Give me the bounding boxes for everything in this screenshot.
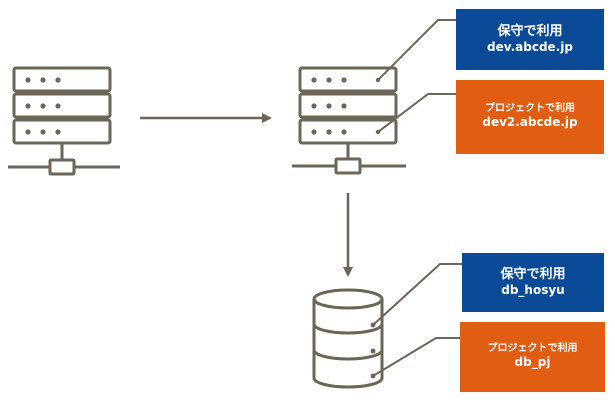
label-db-maintenance-value: db_hosyu: [501, 282, 565, 297]
label-web-maintenance-value: dev.abcde.jp: [487, 39, 573, 54]
label-db-project: プロジェクトで利用 db_pj: [460, 322, 605, 392]
database-icon: [312, 288, 384, 389]
label-db-maintenance: 保守で利用 db_hosyu: [462, 253, 604, 312]
label-web-project-title: プロジェクトで利用: [485, 102, 575, 114]
label-db-maintenance-title: 保守で利用: [500, 266, 566, 282]
label-db-project-value: db_pj: [514, 355, 551, 370]
label-web-maintenance-title: 保守で利用: [497, 23, 563, 39]
callout-line-web-project: [377, 93, 456, 133]
label-web-project: プロジェクトで利用 dev2.abcde.jp: [456, 80, 604, 154]
target-server-leds: [311, 77, 381, 135]
source-server-icon: [8, 66, 120, 176]
callout-line-db-maintenance: [372, 263, 462, 326]
source-server-leds: [25, 77, 61, 135]
label-web-project-value: dev2.abcde.jp: [482, 115, 578, 130]
label-db-project-title: プロジェクトで利用: [487, 342, 578, 354]
callout-line-web-maintenance: [377, 19, 456, 81]
label-web-maintenance: 保守で利用 dev.abcde.jp: [456, 9, 604, 70]
callout-line-db-project: [372, 337, 460, 377]
target-server-icon: [292, 66, 406, 175]
